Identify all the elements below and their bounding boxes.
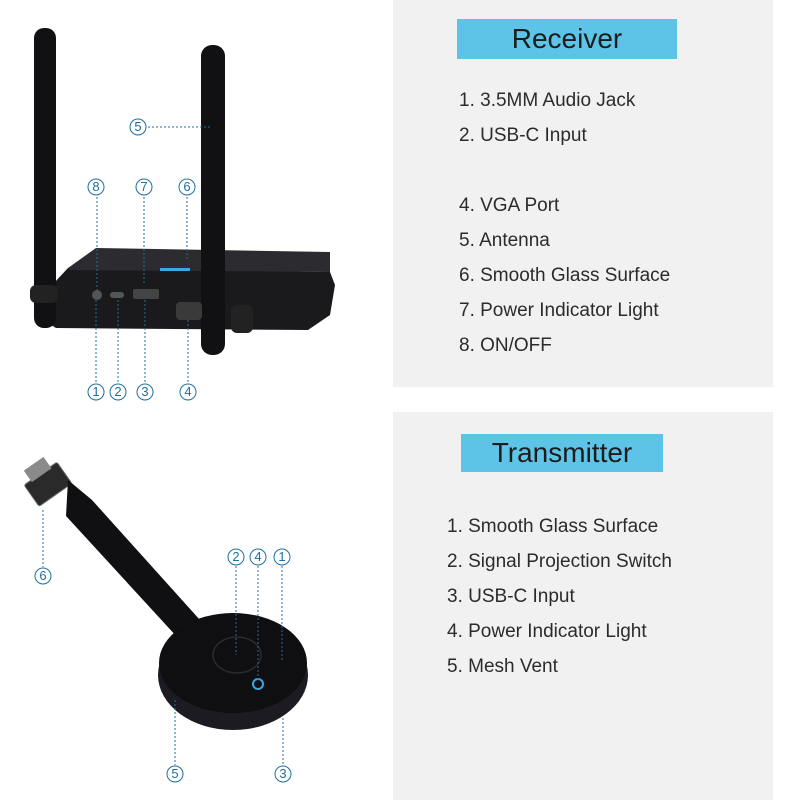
receiver-feature-item: 5. Antenna (459, 230, 550, 251)
receiver-title: Receiver (457, 19, 677, 59)
receiver-feature-item: 6. Smooth Glass Surface (459, 265, 671, 286)
receiver-audio-jack (92, 290, 102, 300)
transmitter-cable (66, 480, 200, 638)
receiver-hdmi-port (133, 289, 159, 299)
receiver-panel: Receiver 1. 3.5MM Audio Jack 2. USB-C In… (393, 0, 773, 387)
transmitter-panel: Transmitter 1. Smooth Glass Surface 2. S… (393, 412, 773, 800)
receiver-antenna-hinge-left (30, 285, 58, 303)
transmitter-callout-5: 5 (171, 766, 178, 781)
receiver-body (40, 268, 335, 330)
receiver-callout-7: 7 (140, 179, 147, 194)
receiver-indicator-light (160, 268, 190, 271)
transmitter-illustration: 1 2 3 4 5 6 (23, 456, 308, 783)
receiver-callout-8: 8 (92, 179, 99, 194)
receiver-antenna-right (201, 45, 225, 355)
receiver-callout-5: 5 (134, 119, 141, 134)
transmitter-callout-3: 3 (279, 766, 286, 781)
receiver-feature-item: 2. USB-C Input (459, 125, 587, 146)
receiver-antenna-hinge-right (231, 305, 253, 333)
transmitter-top-glass (159, 613, 307, 713)
receiver-callout-6: 6 (183, 179, 190, 194)
receiver-feature-item (459, 153, 670, 188)
transmitter-feature-list: 1. Smooth Glass Surface 2. Signal Projec… (447, 509, 672, 684)
transmitter-callout-6: 6 (39, 568, 46, 583)
receiver-feature-list: 1. 3.5MM Audio Jack 2. USB-C Input 4. VG… (459, 83, 670, 363)
receiver-usbc-port (110, 292, 124, 298)
receiver-callout-2: 2 (114, 384, 121, 399)
transmitter-callout-4: 4 (254, 549, 261, 564)
transmitter-feature-item: 1. Smooth Glass Surface (447, 516, 659, 537)
receiver-feature-item: 4. VGA Port (459, 195, 560, 216)
receiver-illustration: 1 2 3 4 5 6 7 8 (30, 28, 335, 401)
receiver-feature-item: 8. ON/OFF (459, 335, 552, 356)
receiver-callout-3: 3 (141, 384, 148, 399)
transmitter-callout-1: 1 (278, 549, 285, 564)
transmitter-projection-switch (212, 636, 262, 674)
receiver-callout-1: 1 (92, 384, 99, 399)
transmitter-feature-item: 2. Signal Projection Switch (447, 551, 672, 572)
receiver-feature-item: 7. Power Indicator Light (459, 300, 659, 321)
receiver-feature-item: 1. 3.5MM Audio Jack (459, 90, 636, 111)
receiver-antenna-left (34, 28, 56, 328)
receiver-top-glass (68, 248, 330, 272)
receiver-vga-port (176, 302, 202, 320)
transmitter-title: Transmitter (461, 434, 663, 472)
transmitter-feature-item: 5. Mesh Vent (447, 656, 558, 677)
transmitter-feature-item: 4. Power Indicator Light (447, 621, 647, 642)
receiver-callout-4: 4 (184, 384, 191, 399)
transmitter-callout-2: 2 (232, 549, 239, 564)
transmitter-feature-item: 3. USB-C Input (447, 586, 575, 607)
